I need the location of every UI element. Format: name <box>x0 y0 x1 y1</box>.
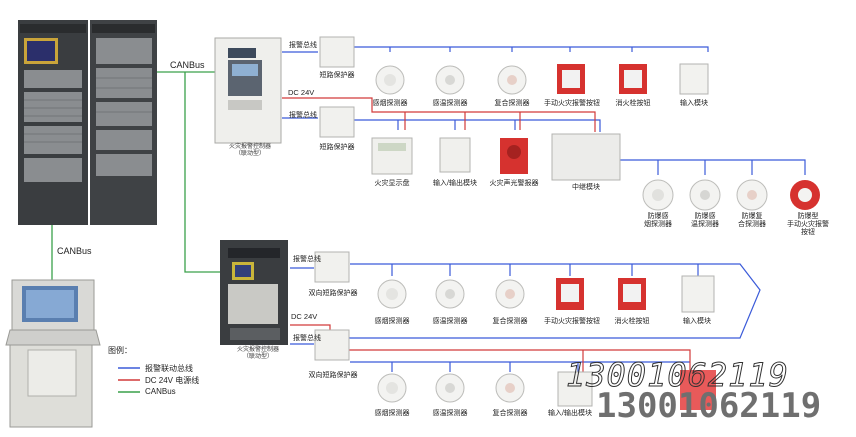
top-row2-bus-label: 报警总线 <box>289 112 317 120</box>
bottom-row1-device-label: 消火栓按钮 <box>615 318 650 326</box>
top-row1-device-label: 复合探测器 <box>495 100 530 108</box>
canbus-left-label: CANBus <box>57 246 92 256</box>
bottom-row1-devices <box>315 252 714 312</box>
top-row1-device-label: 感温探测器 <box>433 100 468 108</box>
dc24v-top-label: DC 24V <box>288 88 314 97</box>
top-row2-isolator-label: 短路保护器 <box>320 144 355 152</box>
top-panel-label: 火灾报警控制器 （联动型） <box>224 144 276 158</box>
bottom-row2-device-label: 感温探测器 <box>433 410 468 418</box>
top-row2-device-label: 火灾声光警报器 <box>490 180 539 188</box>
legend-lines <box>118 368 140 392</box>
bottom-row2-device-label: 输入/输出模块 <box>548 410 592 418</box>
top-row3-device-label: 防爆感 温探测器 <box>691 213 719 229</box>
bottom-row2-device-label: 感烟探测器 <box>375 410 410 418</box>
top-row3-device-label: 防爆感 烟探测器 <box>644 213 672 229</box>
bottom-row2-bus-label: 报警总线 <box>293 335 321 343</box>
bottom-row1-device-label: 感烟探测器 <box>375 318 410 326</box>
top-row3-devices <box>643 180 820 210</box>
top-row3-device-label: 防爆型 手动火灾报警按钮 <box>784 213 832 237</box>
legend-item-power: DC 24V 电源线 <box>145 375 199 386</box>
legend-title: 图例： <box>108 345 132 356</box>
top-fire-alarm-panel <box>215 38 281 143</box>
watermark-phone-solid: 13001062119 <box>596 386 821 426</box>
main-control-cabinet <box>18 20 157 225</box>
top-row3-device-label: 防爆复 合探测器 <box>738 213 766 229</box>
top-row1-device-label: 输入模块 <box>680 100 708 108</box>
top-row1-device-label: 消火栓按钮 <box>616 100 651 108</box>
top-row1-bus-label: 报警总线 <box>289 42 317 50</box>
legend-item-canbus: CANBus <box>145 387 176 396</box>
canbus-top-label: CANBus <box>170 60 205 70</box>
bottom-fire-alarm-panel <box>220 240 288 345</box>
bottom-row2-device-label: 复合探测器 <box>493 410 528 418</box>
bottom-row1-isolator-label: 双向短路保护器 <box>309 290 358 298</box>
bottom-panel-label: 火灾报警控制器 （联动型） <box>232 347 284 361</box>
bottom-row1-device-label: 输入模块 <box>683 318 711 326</box>
top-row2-device-label: 中继模块 <box>572 184 600 192</box>
bottom-row1-device-label: 手动火灾报警按钮 <box>544 318 600 326</box>
bottom-row1-bus-label: 报警总线 <box>293 256 321 264</box>
legend-item-bus: 报警联动总线 <box>145 363 193 374</box>
top-row1-device-label: 感烟探测器 <box>373 100 408 108</box>
top-row1-devices <box>320 37 708 94</box>
top-row1-isolator-label: 短路保护器 <box>320 72 355 80</box>
graphic-workstation <box>6 280 100 427</box>
top-row1-device-label: 手动火灾报警按钮 <box>544 100 600 108</box>
dc24v-bottom-label: DC 24V <box>291 312 317 321</box>
top-row2-devices <box>320 107 620 180</box>
top-row2-device-label: 火灾显示盘 <box>375 180 410 188</box>
bottom-row2-isolator-label: 双向短路保护器 <box>309 372 358 380</box>
bottom-row1-device-label: 感温探测器 <box>433 318 468 326</box>
top-row2-device-label: 输入/输出模块 <box>433 180 477 188</box>
bottom-row1-device-label: 复合探测器 <box>493 318 528 326</box>
